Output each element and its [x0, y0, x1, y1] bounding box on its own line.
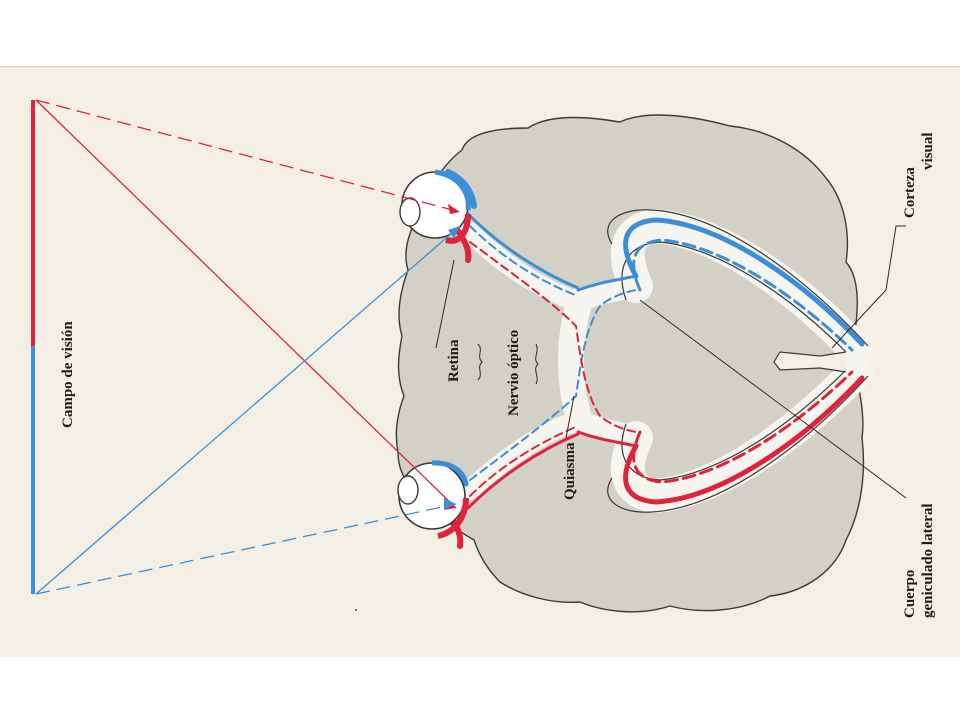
- label-geniculado-lateral: geniculado lateral: [920, 503, 936, 618]
- label-campo-de-vision: Campo de visión: [60, 321, 76, 428]
- label-quiasma: Quiasma: [562, 442, 578, 500]
- arrowheads: [444, 204, 460, 510]
- channel-outlines: [607, 209, 869, 513]
- label-visual: visual: [920, 132, 936, 170]
- brain-outline: [395, 114, 865, 613]
- label-cuerpo: Cuerpo: [902, 570, 918, 618]
- occipital-notch: [773, 351, 847, 373]
- lower-eye: [397, 460, 469, 539]
- light-rays: [35, 99, 461, 595]
- leader-lines: [435, 225, 907, 499]
- label-retina: Retina: [446, 339, 462, 382]
- label-corteza: Corteza: [902, 167, 918, 218]
- label-nervio-optico: Nervio óptico: [506, 330, 522, 416]
